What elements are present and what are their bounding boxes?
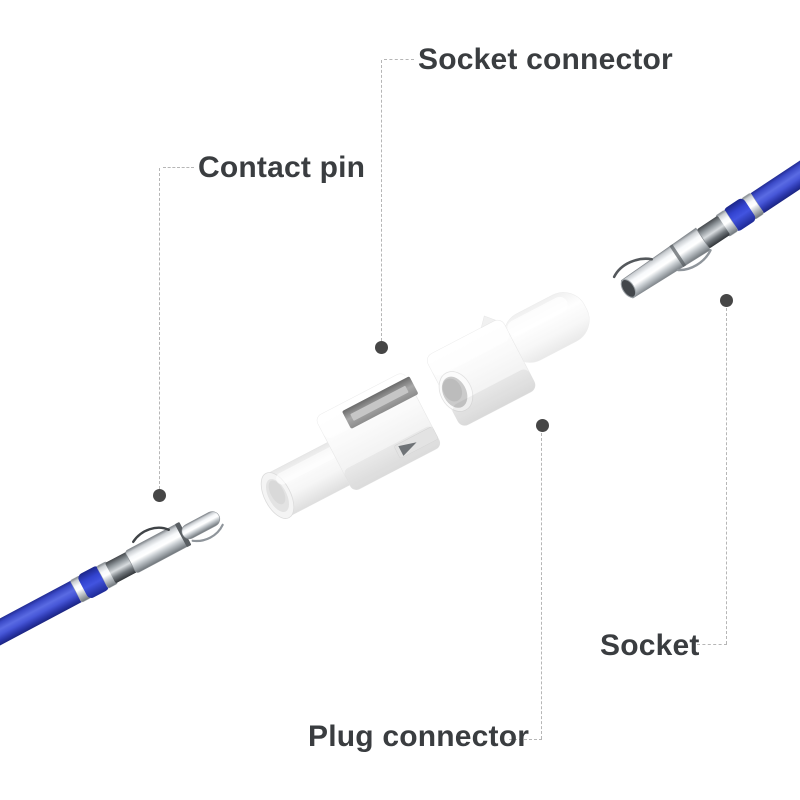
wire-bottom-left — [0, 511, 224, 688]
label-plug-connector: Plug connector — [308, 720, 530, 753]
blue-wire — [749, 91, 800, 214]
leader-line — [384, 59, 414, 60]
callout-dot — [153, 489, 166, 502]
leader-line — [163, 167, 194, 168]
leader-line — [381, 60, 382, 341]
contact-pin-tip — [181, 511, 221, 540]
label-socket-connector: Socket connector — [418, 43, 673, 76]
callout-dot — [536, 419, 549, 432]
callout-dot — [375, 341, 388, 354]
spring-lance — [132, 526, 170, 544]
leader-line — [726, 308, 727, 644]
body-top-highlight — [427, 320, 510, 376]
barrel-hole-shadow — [268, 480, 286, 505]
label-socket: Socket — [600, 629, 700, 662]
barrel-highlight — [276, 445, 340, 485]
blue-wire — [0, 579, 86, 688]
barrel-highlight — [507, 296, 568, 336]
socket-terminal-opening — [620, 279, 637, 298]
spring-lance — [612, 257, 653, 279]
spring-hook — [191, 523, 224, 543]
terminal-seam — [669, 244, 687, 268]
crimp-barrel — [697, 216, 730, 248]
slot-rim — [340, 374, 410, 412]
leader-line — [541, 433, 542, 739]
wire-top-right — [612, 91, 800, 299]
latch-slot-highlight — [350, 385, 409, 421]
notch-wedge — [398, 442, 417, 456]
leader-line — [697, 644, 727, 645]
plug-connector-housing — [427, 292, 590, 426]
leader-line — [509, 739, 542, 740]
latch-nub — [480, 315, 497, 329]
callout-dot — [720, 294, 733, 307]
spring-hook — [676, 249, 712, 272]
label-contact-pin: Contact pin — [198, 151, 366, 184]
body-bottom-shade — [452, 369, 536, 426]
socket-hole-shadow — [442, 378, 463, 402]
leader-line — [159, 168, 160, 489]
socket-connector-housing — [260, 373, 441, 519]
body-bottom-shade — [344, 426, 441, 490]
